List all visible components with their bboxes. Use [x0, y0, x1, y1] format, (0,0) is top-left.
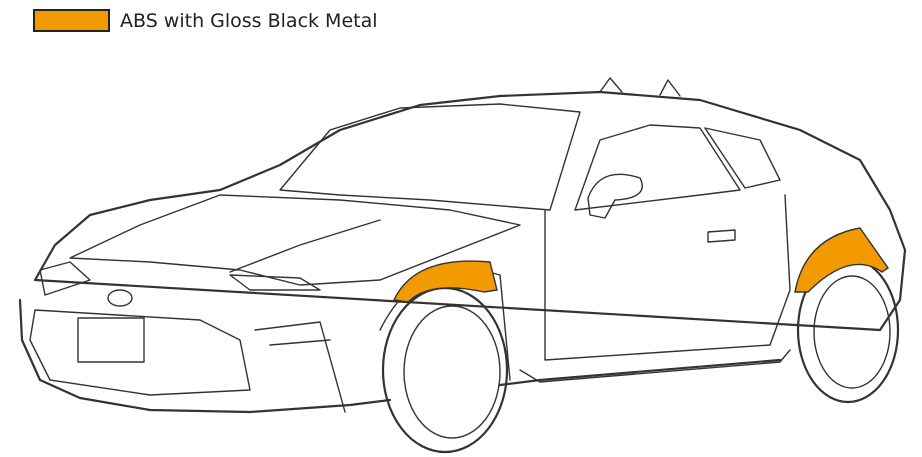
door	[544, 194, 791, 361]
front-rim	[403, 305, 501, 439]
shark-fin-rear	[659, 79, 681, 97]
shark-fin-front	[599, 77, 623, 93]
hood	[69, 194, 521, 286]
rear-window	[704, 127, 781, 189]
side-window	[574, 124, 741, 211]
legend: ABS with Gloss Black Metal	[33, 9, 378, 32]
side-vent	[254, 321, 346, 413]
headlight-left	[39, 261, 91, 296]
grille	[29, 309, 251, 396]
legend-swatch-abs	[33, 9, 110, 32]
mirror	[587, 173, 643, 219]
emblem	[107, 289, 133, 307]
headlight-right	[229, 274, 321, 291]
rear-fender-flare-highlight	[794, 227, 889, 293]
car-body-outline	[18, 90, 907, 414]
legend-label-abs: ABS with Gloss Black Metal	[120, 9, 378, 32]
rear-rim	[813, 275, 891, 389]
front-tire	[381, 286, 509, 454]
side-skirt	[519, 349, 791, 383]
door-handle	[707, 229, 736, 243]
hood-line	[229, 219, 381, 273]
front-fender-flare-highlight	[392, 260, 498, 303]
license-plate	[77, 317, 145, 363]
windshield	[279, 103, 581, 211]
